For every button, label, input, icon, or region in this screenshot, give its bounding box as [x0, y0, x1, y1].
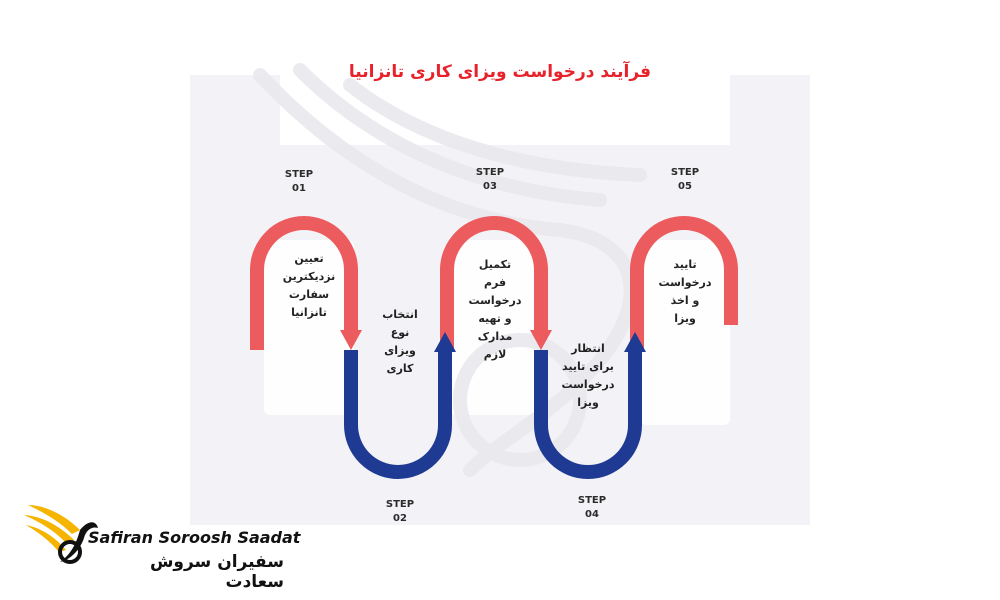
text-line: برای تایید [562, 360, 614, 373]
step-word: STEP [670, 167, 700, 178]
step-box-1 [264, 240, 354, 415]
step-word: STEP [577, 495, 607, 506]
step-label-03: STEP 03 [460, 166, 520, 194]
step-word: STEP [284, 169, 314, 180]
step-text-02: انتخاب نوع ویزای کاری [355, 306, 445, 378]
text-line: تایید [673, 258, 697, 271]
text-line: درخواست [468, 294, 522, 307]
arrow-down-icon [530, 330, 552, 350]
diagram-title: فرآیند درخواست ویزای کاری تانزانیا [348, 62, 652, 82]
step-number: 01 [292, 183, 306, 194]
text-line: انتخاب [382, 308, 418, 321]
step-number: 03 [483, 181, 497, 192]
text-line: ویزا [674, 312, 696, 325]
step-number: 02 [393, 513, 407, 524]
step-text-01: تعیین نزدیکترین سفارت تانزانیا [264, 250, 354, 322]
text-line: نزدیکترین [282, 270, 336, 283]
text-line: درخواست [658, 276, 712, 289]
step-label-04: STEP 04 [562, 494, 622, 522]
step-label-02: STEP 02 [370, 498, 430, 526]
arrow-down-icon [340, 330, 362, 350]
golden-wing-icon [24, 505, 98, 564]
step-text-04: انتظار برای تایید درخواست ویزا [543, 340, 633, 412]
arrow-up-icon [624, 332, 646, 352]
step-box-5 [640, 240, 730, 425]
text-line: درخواست [561, 378, 615, 391]
text-line: تعیین [294, 252, 324, 265]
arc-step-05 [630, 216, 738, 350]
arc-step-02 [344, 350, 452, 479]
text-line: و تهیه [478, 312, 512, 325]
text-line: تکمیل [478, 258, 512, 271]
step-number: 04 [585, 509, 599, 520]
text-line: کاری [386, 362, 414, 375]
arc-step-01 [250, 216, 358, 350]
text-line: و اخذ [670, 294, 700, 307]
brand-name-fa: سفیران سروش سعادت [149, 552, 284, 592]
text-line: ویزا [577, 396, 599, 409]
text-line: لازم [483, 348, 507, 361]
step-label-01: STEP 01 [269, 168, 329, 196]
step-word: STEP [385, 499, 415, 510]
step-label-05: STEP 05 [655, 166, 715, 194]
text-line: تانزانیا [291, 306, 327, 319]
step-word: STEP [475, 167, 505, 178]
text-line: سفارت [288, 288, 330, 301]
arrow-up-icon [434, 332, 456, 352]
text-line: فرم [483, 276, 507, 289]
text-line: ویزای [384, 344, 416, 357]
arc-step-04 [534, 350, 642, 479]
step-text-05: تایید درخواست و اخذ ویزا [640, 256, 730, 328]
brand-name-en: Safiran Soroosh Saadat [88, 528, 301, 547]
step-text-03: تکمیل فرم درخواست و تهیه مدارک لازم [450, 256, 540, 364]
text-line: انتظار [571, 342, 605, 355]
step-number: 05 [678, 181, 692, 192]
text-line: نوع [390, 326, 410, 339]
arc-step-03 [440, 216, 548, 350]
text-line: مدارک [477, 330, 513, 343]
